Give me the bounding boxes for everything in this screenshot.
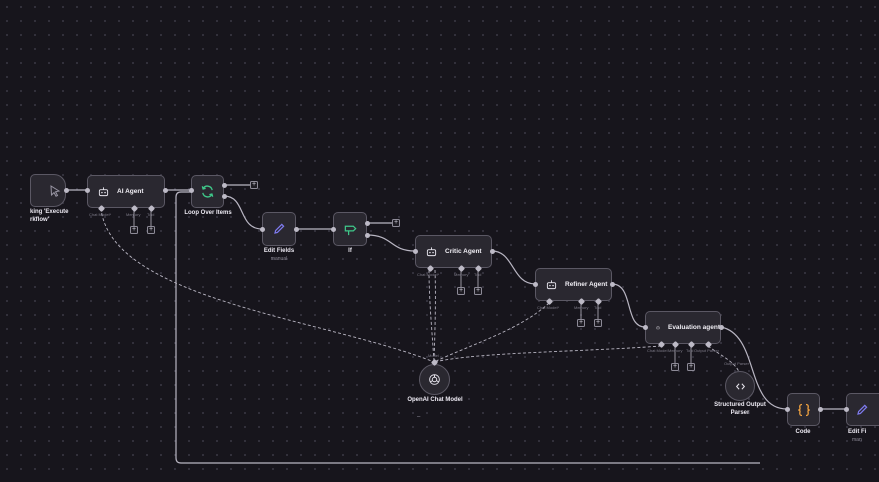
evaluation-memory-label: Memory bbox=[668, 348, 683, 353]
robot-icon bbox=[656, 326, 660, 330]
robot-icon bbox=[546, 280, 557, 290]
connection-loop-back bbox=[175, 191, 760, 464]
add-evaluation-tool-button[interactable]: + bbox=[687, 363, 695, 371]
evaluation-agent-node[interactable]: Evaluation agent bbox=[645, 311, 721, 344]
structured-output-parser-node[interactable] bbox=[725, 371, 755, 401]
add-after-if-true-button[interactable]: + bbox=[392, 219, 400, 227]
add-tool-button[interactable]: + bbox=[147, 226, 155, 234]
sync-arrows-icon bbox=[201, 185, 214, 198]
add-after-loop-done-button[interactable]: + bbox=[250, 181, 258, 189]
manual-trigger-node[interactable] bbox=[30, 174, 66, 207]
port-edit-fields-2-in[interactable] bbox=[843, 406, 849, 412]
if-node[interactable] bbox=[333, 212, 367, 246]
add-critic-tool-button[interactable]: + bbox=[474, 287, 482, 295]
port-edit-fields-in[interactable] bbox=[259, 226, 265, 232]
refiner-tool-label: Tool bbox=[594, 305, 602, 310]
connection-if-to-critic-agent bbox=[366, 234, 416, 252]
add-memory-button[interactable]: + bbox=[130, 226, 138, 234]
manual-trigger-label: king 'Execute rkflow' bbox=[30, 209, 69, 223]
add-refiner-tool-button[interactable]: + bbox=[594, 319, 602, 327]
connection-refiner-to-evaluation bbox=[611, 283, 646, 328]
port-code-in[interactable] bbox=[784, 406, 790, 412]
add-critic-memory-button[interactable]: + bbox=[457, 287, 465, 295]
connection-evaluation-to-code bbox=[720, 326, 788, 410]
openai-logo-icon bbox=[429, 374, 440, 385]
critic-tool-label: Tool bbox=[474, 272, 482, 277]
ai-agent-node[interactable]: AI Agent bbox=[87, 175, 165, 208]
model-link-critic-2 bbox=[433, 269, 436, 363]
port-critic-out[interactable] bbox=[489, 248, 495, 254]
openai-chat-model-node[interactable] bbox=[419, 364, 450, 395]
ai-agent-tool-label: Tool bbox=[147, 212, 155, 217]
ai-agent-memory-label: Memory bbox=[126, 212, 141, 217]
signpost-icon bbox=[344, 225, 357, 235]
openai-chat-model-label: OpenAI Chat Model bbox=[407, 397, 463, 403]
port-ai-agent-out[interactable] bbox=[162, 187, 168, 193]
critic-memory-label: Memory bbox=[454, 272, 469, 277]
connection-loop-to-edit-fields bbox=[223, 195, 263, 230]
if-label: If bbox=[348, 248, 352, 254]
port-trigger-out[interactable] bbox=[63, 187, 69, 193]
openai-status-dash: – bbox=[417, 414, 421, 420]
refiner-agent-node[interactable]: Refiner Agent bbox=[535, 268, 612, 301]
edit-fields-2-node[interactable] bbox=[846, 393, 879, 426]
model-link-ai-agent bbox=[100, 207, 435, 363]
add-refiner-memory-button[interactable]: + bbox=[577, 319, 585, 327]
refiner-chat-label: Chat Model* bbox=[537, 305, 560, 310]
refiner-agent-title: Refiner Agent bbox=[565, 281, 608, 288]
model-link-evaluation-agent bbox=[433, 345, 662, 363]
pencil-icon bbox=[274, 223, 285, 234]
model-link-critic-agent bbox=[428, 269, 435, 363]
robot-icon bbox=[98, 187, 109, 197]
code-node[interactable] bbox=[787, 393, 820, 426]
critic-agent-title: Critic Agent bbox=[445, 248, 482, 255]
openai-model-port-label: Model bbox=[428, 353, 439, 358]
pencil-icon bbox=[857, 404, 868, 415]
port-edit-fields-out[interactable] bbox=[293, 226, 299, 232]
port-ai-agent-in[interactable] bbox=[84, 187, 90, 193]
port-evaluation-in[interactable] bbox=[642, 324, 648, 330]
ai-agent-title: AI Agent bbox=[117, 188, 144, 195]
edit-fields-2-label: Edit Fi bbox=[848, 429, 867, 435]
port-loop-done[interactable] bbox=[221, 182, 227, 188]
port-refiner-out[interactable] bbox=[609, 281, 615, 287]
port-if-in[interactable] bbox=[330, 226, 336, 232]
critic-agent-node[interactable]: Critic Agent bbox=[415, 235, 492, 268]
connection-critic-to-refiner bbox=[491, 250, 536, 285]
port-if-true[interactable] bbox=[364, 220, 370, 226]
evaluation-agent-title: Evaluation agent bbox=[667, 324, 720, 331]
model-link-refiner-agent bbox=[433, 302, 550, 363]
parser-port-label: Output Parser bbox=[724, 361, 749, 366]
evaluation-parser-label: Output Parser bbox=[694, 348, 719, 353]
cursor-click-icon bbox=[50, 184, 61, 197]
evaluation-chat-label: Chat Model bbox=[647, 348, 668, 353]
code-brackets-icon bbox=[735, 382, 745, 390]
refiner-memory-label: Memory bbox=[574, 305, 589, 310]
port-code-out[interactable] bbox=[817, 406, 823, 412]
edit-fields-label: Edit Fields bbox=[263, 248, 295, 254]
loop-over-items-node[interactable] bbox=[191, 175, 224, 208]
ai-agent-chat-label: Chat Model* bbox=[89, 212, 112, 217]
port-critic-in[interactable] bbox=[412, 248, 418, 254]
code-label: Code bbox=[795, 429, 811, 435]
parser-link-evaluation bbox=[707, 345, 740, 373]
port-refiner-in[interactable] bbox=[532, 281, 538, 287]
critic-chat-label: Chat Model* bbox=[417, 272, 440, 277]
port-loop-in[interactable] bbox=[188, 187, 194, 193]
port-evaluation-out[interactable] bbox=[718, 324, 724, 330]
loop-over-items-label: Loop Over Items bbox=[184, 210, 232, 216]
structured-output-parser-label: Structured Output Parser bbox=[714, 402, 766, 416]
add-evaluation-memory-button[interactable]: + bbox=[671, 363, 679, 371]
evaluation-tool-label: Tool bbox=[686, 348, 694, 353]
edit-fields-node[interactable] bbox=[262, 212, 296, 246]
edit-fields-sublabel: manual bbox=[270, 256, 288, 262]
curly-braces-icon bbox=[797, 403, 810, 416]
port-loop-loop[interactable] bbox=[221, 193, 227, 199]
edit-fields-2-sublabel: man bbox=[852, 437, 862, 443]
port-if-false[interactable] bbox=[364, 232, 370, 238]
robot-icon bbox=[426, 247, 437, 257]
